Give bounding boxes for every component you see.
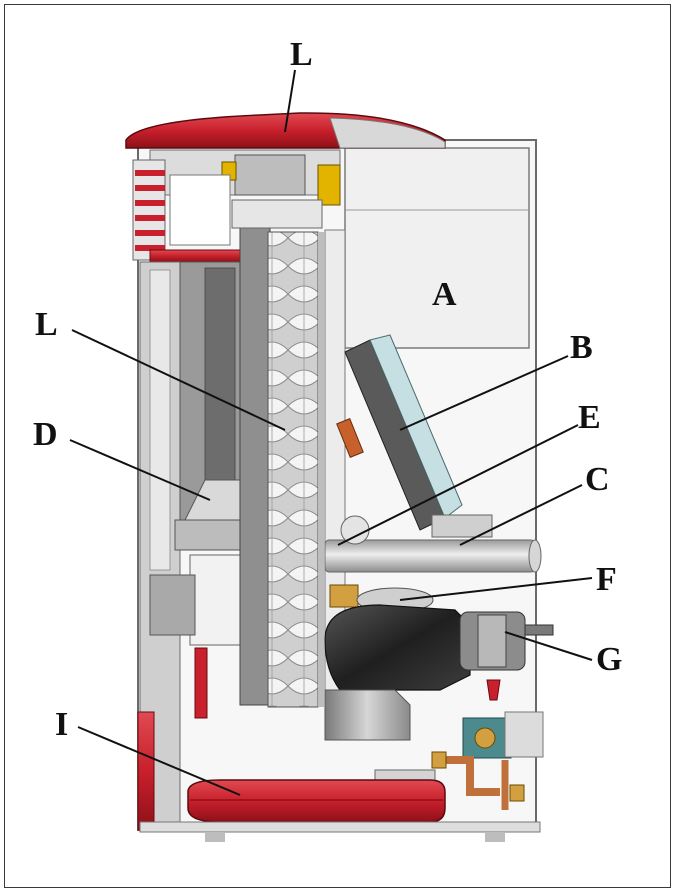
leader-l-top	[284, 69, 296, 133]
leader-b	[399, 355, 569, 431]
label-l-left: L	[35, 306, 58, 343]
leader-g	[504, 631, 593, 661]
leader-f	[399, 577, 593, 601]
leader-d	[69, 439, 211, 501]
label-g: G	[596, 641, 622, 678]
copper-pipes	[431, 751, 525, 810]
label-a: A	[432, 276, 457, 313]
horizontal-pipe-c	[324, 514, 542, 573]
label-b: B	[570, 329, 593, 366]
label-e: E	[578, 399, 601, 436]
boiler-base	[139, 821, 541, 842]
expansion-vessel	[187, 779, 446, 823]
leader-i	[77, 726, 241, 796]
label-f: F	[596, 561, 617, 598]
gas-valve	[462, 679, 544, 759]
heat-exchanger-coil	[231, 199, 324, 708]
label-d: D	[33, 416, 58, 453]
fan-housing	[324, 604, 554, 691]
labels: L A L B D E C F G I	[33, 36, 622, 743]
top-fittings	[149, 149, 341, 206]
left-fins	[132, 159, 241, 263]
leader-e	[337, 424, 579, 546]
leader-c	[459, 484, 583, 546]
label-i: I	[55, 706, 68, 743]
label-c: C	[585, 461, 610, 498]
label-l-top: L	[290, 36, 313, 73]
left-red-pipe	[137, 647, 208, 831]
leader-lines	[69, 69, 593, 796]
leader-l-left	[71, 329, 286, 431]
